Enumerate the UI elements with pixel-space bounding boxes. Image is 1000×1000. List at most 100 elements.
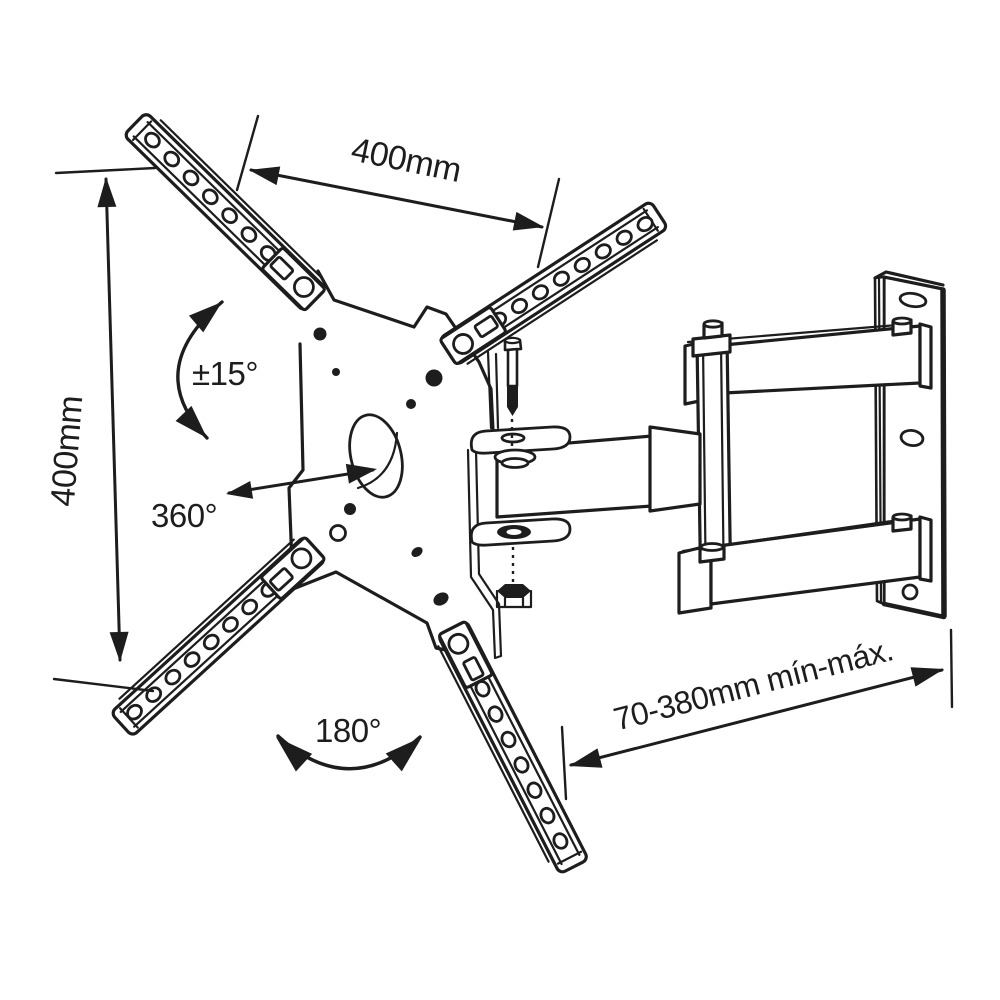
line-art-detail bbox=[497, 584, 531, 598]
clamp-bolt bbox=[293, 276, 315, 298]
dim-line-height bbox=[104, 177, 122, 662]
arrowhead bbox=[385, 737, 422, 772]
wall-plate-bottom-edge bbox=[881, 601, 947, 620]
dim-line-width bbox=[249, 168, 544, 229]
mounting-hole-dot bbox=[344, 503, 356, 515]
line-art-detail bbox=[503, 336, 522, 345]
rail-hole bbox=[615, 229, 633, 246]
arrowhead bbox=[109, 631, 129, 662]
clamp-slot bbox=[269, 567, 294, 592]
arrowhead bbox=[249, 166, 281, 186]
rail-hole bbox=[552, 270, 570, 287]
rail-hole bbox=[552, 832, 569, 850]
extension-tick bbox=[52, 677, 155, 693]
rail-end-cap bbox=[556, 850, 583, 865]
line-art-detail bbox=[495, 589, 533, 609]
vesa-arm-bottom-left bbox=[111, 536, 326, 736]
rail-hole bbox=[487, 705, 504, 723]
rail-clamp-block bbox=[261, 246, 326, 312]
mounting-hole-dot bbox=[433, 592, 449, 606]
wall-slot-middle bbox=[899, 428, 925, 448]
rail-hole bbox=[183, 651, 201, 668]
extension-tick bbox=[536, 177, 561, 269]
rail-hole bbox=[126, 703, 143, 721]
rail-hole bbox=[163, 150, 181, 168]
arrowhead bbox=[175, 405, 207, 438]
rail-hole bbox=[241, 598, 259, 616]
rail-hole bbox=[201, 188, 219, 206]
extension-label: 70-380mm mín-máx. bbox=[610, 631, 897, 737]
rail-hole bbox=[240, 226, 258, 243]
vesa-arm-top-right bbox=[439, 201, 668, 366]
tilt-hinge-assembly bbox=[469, 336, 572, 609]
rotation-label: 360° bbox=[151, 497, 217, 534]
extension-tick bbox=[54, 166, 157, 175]
wall-plate-top-edge bbox=[873, 270, 945, 287]
extension-arm-sleeve bbox=[648, 425, 702, 513]
rail-hole bbox=[636, 216, 654, 233]
extension-tick bbox=[949, 628, 954, 709]
vesa-arm-bottom-right bbox=[437, 620, 588, 874]
wall-plate-right-edge bbox=[940, 287, 947, 619]
arrowhead bbox=[276, 737, 313, 772]
rail-thickness-line bbox=[437, 645, 550, 863]
rail-hole bbox=[526, 781, 543, 799]
swivel-label: 180° bbox=[315, 712, 381, 749]
arrowhead bbox=[910, 667, 944, 687]
arrowhead bbox=[512, 211, 544, 231]
dim-height-label: 400mm bbox=[44, 394, 91, 508]
wall-slot-top bbox=[898, 291, 928, 309]
mounting-hole-dot bbox=[406, 399, 416, 409]
rail-clamp-block bbox=[260, 536, 326, 600]
rail-hole bbox=[539, 806, 556, 825]
rail-hole bbox=[510, 297, 529, 315]
arrowhead bbox=[226, 481, 254, 499]
rail-thickness-line bbox=[159, 119, 324, 280]
mounting-hole-dot bbox=[425, 369, 443, 387]
clamp-slot bbox=[462, 656, 485, 682]
extension-tick bbox=[560, 725, 568, 801]
arrowhead bbox=[97, 177, 117, 208]
mounting-hole-dot bbox=[411, 546, 423, 558]
arrowhead bbox=[569, 748, 603, 768]
extension-tick bbox=[235, 114, 260, 192]
line-art-detail bbox=[699, 542, 725, 552]
rail-end-cap bbox=[131, 120, 153, 142]
mounting-hole-open bbox=[329, 524, 347, 542]
clamp-slot bbox=[473, 314, 499, 338]
arrowhead bbox=[188, 302, 222, 333]
line-art-detail bbox=[500, 457, 530, 469]
rail-hole bbox=[202, 633, 220, 651]
lower-support-arm bbox=[677, 512, 933, 615]
rail-thickness-line bbox=[466, 239, 658, 365]
rail-hole bbox=[594, 243, 612, 260]
central-hole-crescent bbox=[356, 431, 399, 490]
mounting-hole-dot bbox=[332, 368, 340, 376]
rail-hole bbox=[164, 668, 182, 686]
wall-hole-bottom bbox=[901, 583, 919, 601]
rail-hole bbox=[513, 756, 530, 774]
dimension-arrowheads bbox=[97, 166, 944, 772]
line-art-detail bbox=[702, 319, 724, 329]
screw-thread bbox=[507, 386, 518, 416]
dim-line-extension bbox=[569, 668, 944, 767]
plate-left-bottom-edge bbox=[287, 342, 472, 657]
vesa-plate bbox=[287, 269, 503, 660]
line-art-detail bbox=[891, 316, 913, 326]
screw-shaft bbox=[506, 347, 519, 388]
line-art-detail bbox=[891, 512, 913, 522]
hex-nut bbox=[495, 584, 533, 609]
rail-hole bbox=[144, 131, 161, 149]
clamp-slot bbox=[269, 255, 295, 281]
rail-hole bbox=[531, 284, 549, 301]
vesa-arm-top-left bbox=[124, 113, 326, 312]
lower-arm-wall-bracket bbox=[918, 515, 933, 583]
line-art-detail bbox=[506, 529, 522, 535]
tilt-label: ±15° bbox=[192, 355, 258, 392]
rail-hole bbox=[222, 616, 239, 633]
dim-width-label: 400mm bbox=[348, 131, 464, 190]
upper-arm-wall-bracket bbox=[918, 322, 933, 390]
rail-hole bbox=[500, 730, 517, 749]
